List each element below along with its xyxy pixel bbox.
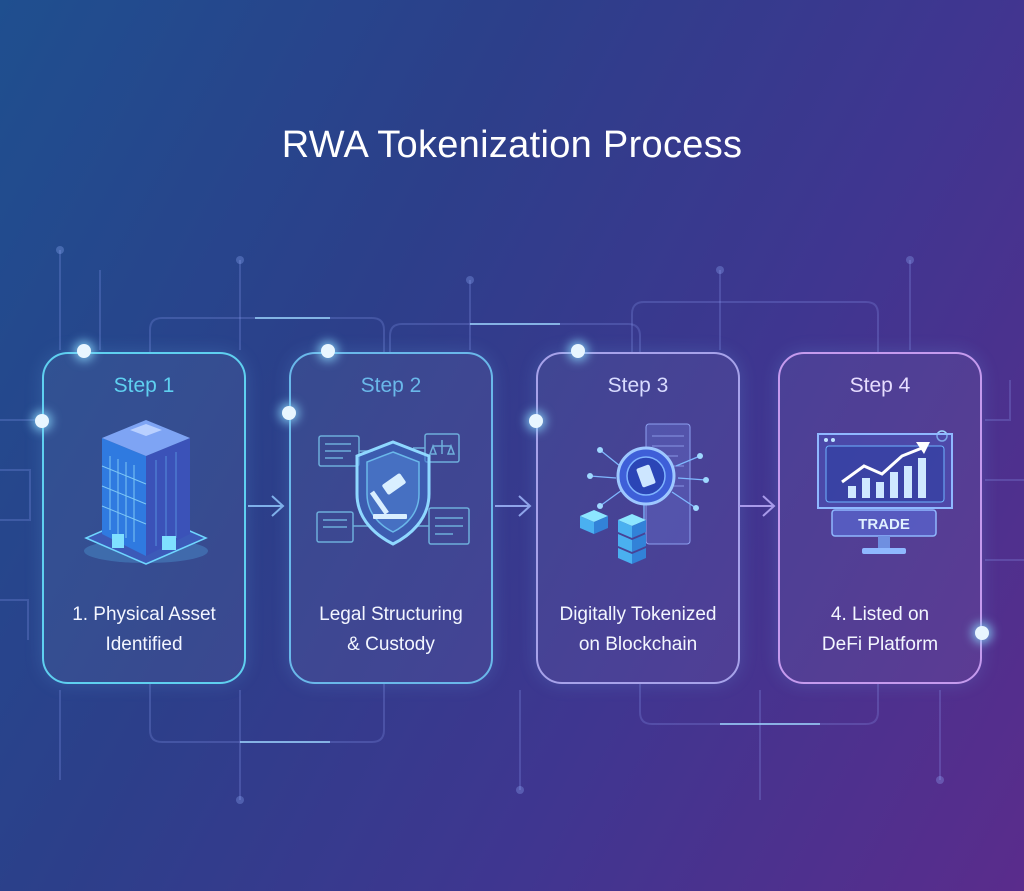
trade-label: TRADE — [858, 516, 910, 533]
step-card-3: Step 3 Digitall — [536, 352, 740, 684]
step-label-line-1: Legal Structuring — [319, 604, 463, 625]
glow-node — [975, 626, 989, 640]
step-label-line-2: DeFi Platform — [821, 634, 939, 655]
arrow-right-icon — [495, 495, 532, 517]
glow-node — [571, 344, 585, 358]
glow-node — [35, 414, 49, 428]
office-building-icon — [84, 420, 208, 565]
step-label: 4. Listed on DeFi Platform — [780, 600, 980, 660]
step-number: Step 3 — [607, 374, 669, 397]
glow-node — [321, 344, 335, 358]
step-label: Legal Structuring & Custody — [291, 600, 491, 660]
arrow-right-icon — [739, 495, 776, 517]
step-card-1: Step 1 1. Physical Asset Identified — [42, 352, 246, 684]
step-number: Step 4 — [849, 374, 911, 397]
step-label-line-1: 4. Listed on — [830, 604, 930, 625]
step-label-line-2: on Blockchain — [578, 634, 698, 655]
step-label-line-1: 1. Physical Asset — [72, 604, 216, 625]
step-label-line-2: Identified — [105, 634, 183, 655]
step-label-line-1: Digitally Tokenized — [559, 604, 717, 625]
step-number: Step 2 — [360, 374, 422, 397]
trading-monitor-icon: TRADE — [817, 430, 953, 554]
step-number: Step 1 — [113, 374, 175, 397]
page-title: RWA Tokenization Process — [281, 124, 743, 166]
step-label: 1. Physical Asset Identified — [44, 600, 244, 660]
shield-gavel-icon — [316, 433, 470, 546]
blockchain-token-icon — [580, 423, 709, 564]
glow-node — [282, 406, 296, 420]
arrow-right-icon — [248, 495, 285, 517]
step-card-2: Step 2 Legal Structuring & Custody — [289, 352, 493, 684]
step-label-line-2: & Custody — [347, 634, 435, 655]
step-label: Digitally Tokenized on Blockchain — [538, 600, 738, 660]
glow-node — [529, 414, 543, 428]
step-card-4: Step 4 TRADE 4. Listed on DeFi Platform — [778, 352, 982, 684]
glow-node — [77, 344, 91, 358]
